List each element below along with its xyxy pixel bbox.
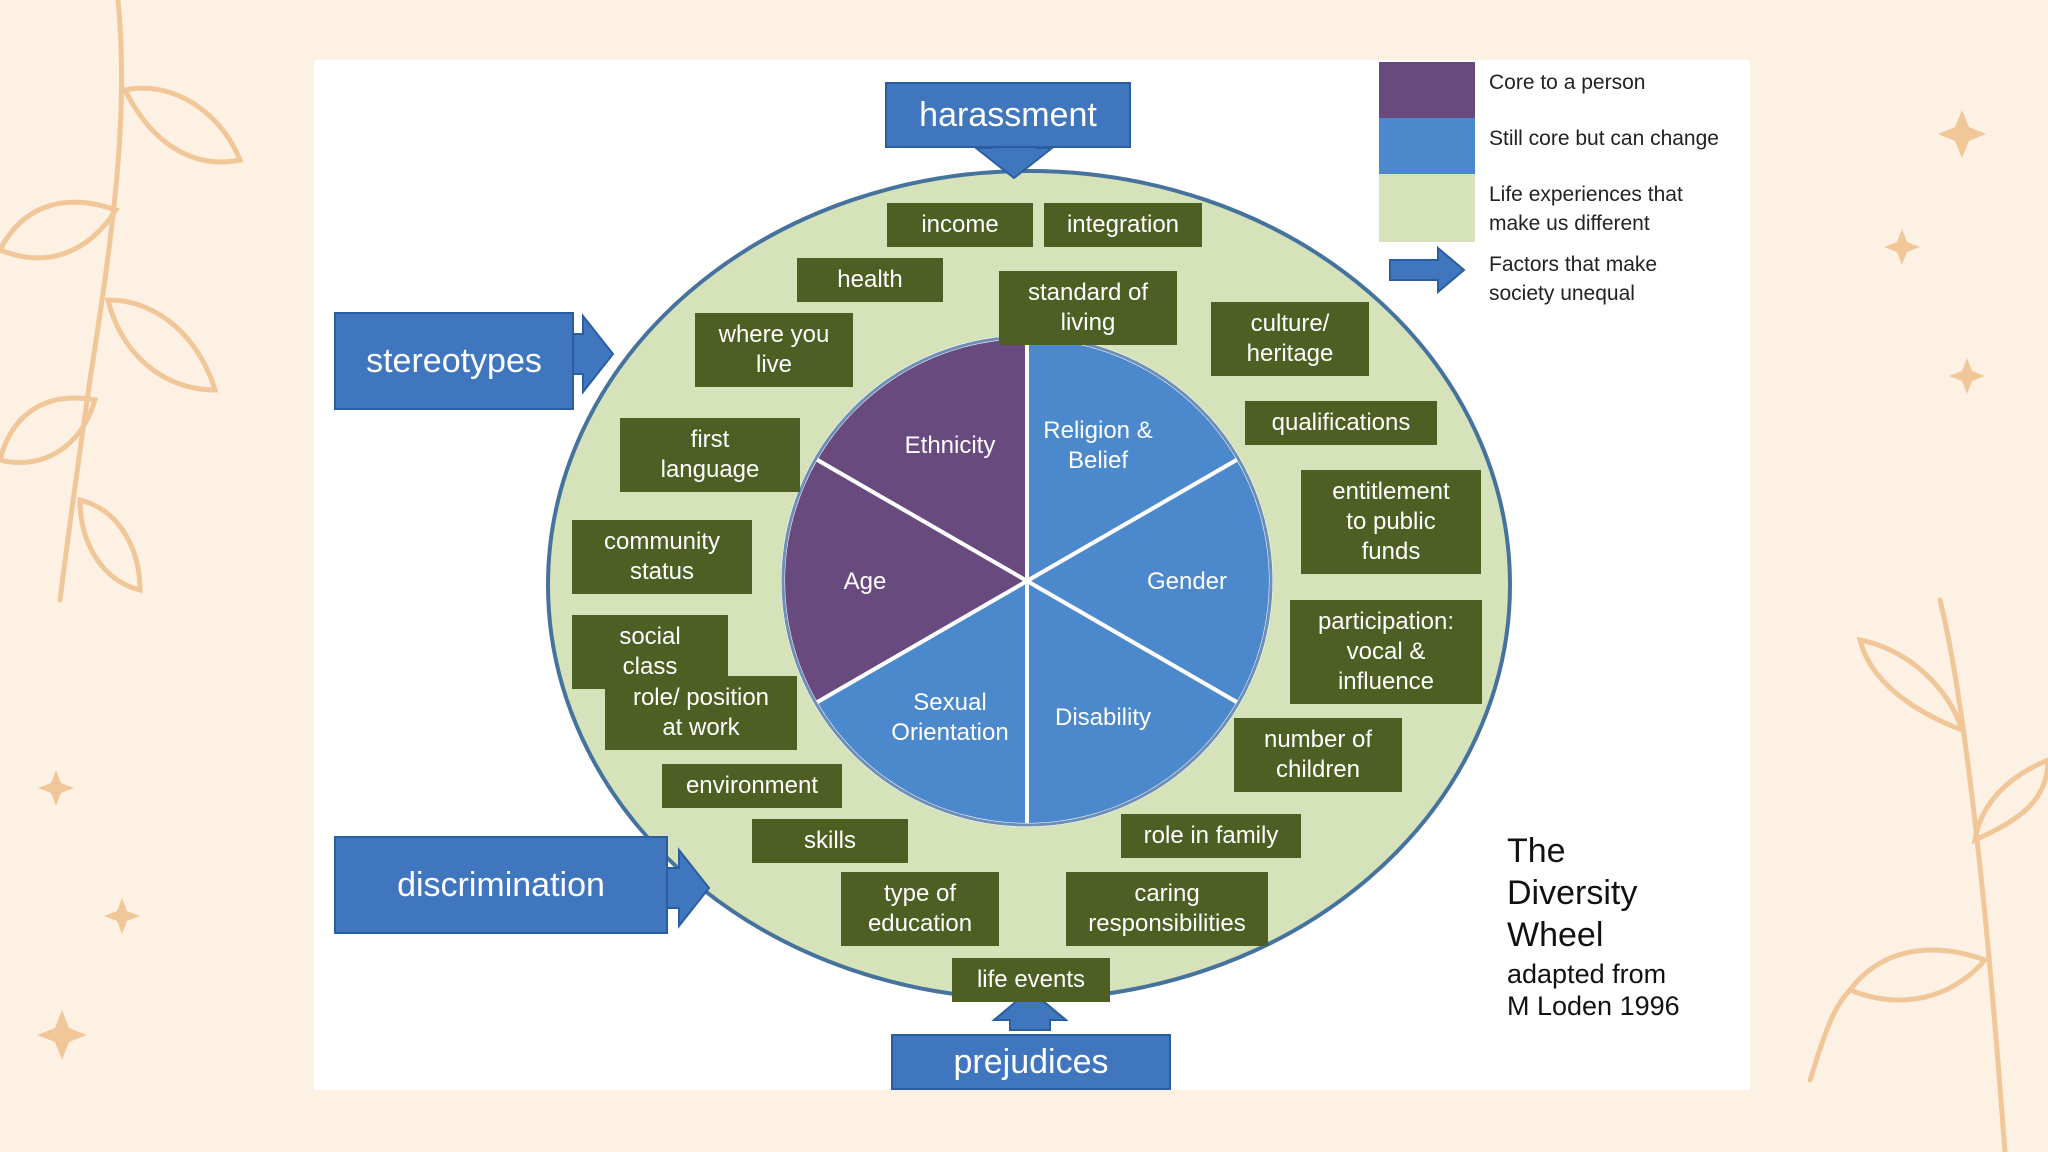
life-participation: participation: vocal & influence — [1290, 600, 1482, 704]
label-age: Age — [843, 568, 887, 595]
sparkle-icon — [37, 1010, 87, 1060]
legend-core-label: Core to a person — [1489, 71, 1646, 94]
sparkle-icon — [1938, 110, 1986, 158]
factor-discrimination: discrimination — [334, 836, 668, 934]
life-number-of-children: number of children — [1234, 718, 1402, 792]
legend-life-label: Life experiences that make us different — [1489, 183, 1683, 235]
stereotypes-arrow-icon — [570, 313, 615, 395]
life-role-in-family: role in family — [1121, 814, 1301, 858]
label-religion-belief: Religion & Belief — [1043, 417, 1153, 474]
legend-factors-label: Factors that make society unequal — [1489, 253, 1658, 305]
sparkle-icon — [1949, 358, 1985, 394]
factor-prejudices: prejudices — [891, 1034, 1171, 1090]
label-gender: Gender — [1146, 568, 1228, 595]
life-where-you-live: where you live — [695, 313, 853, 387]
label-sexual-orientation: Sexual Orientation — [891, 689, 1009, 746]
life-standard-of-living: standard of living — [999, 271, 1177, 345]
life-income: income — [887, 203, 1033, 247]
life-qualifications: qualifications — [1245, 401, 1437, 445]
sparkle-icon — [104, 898, 140, 934]
life-integration: integration — [1044, 203, 1202, 247]
life-skills: skills — [752, 819, 908, 863]
legend-changeable-label: Still core but can change — [1489, 127, 1719, 150]
legend-swatch-core — [1379, 62, 1475, 118]
factor-stereotypes: stereotypes — [334, 312, 574, 410]
discrimination-arrow-icon — [666, 847, 711, 929]
life-caring-responsibilities: caring responsibilities — [1066, 872, 1268, 946]
life-entitlement: entitlement to public funds — [1301, 470, 1481, 574]
legend-arrow-icon — [1389, 245, 1466, 295]
life-culture-heritage: culture/ heritage — [1211, 302, 1369, 376]
life-health: health — [797, 258, 943, 302]
factor-harassment: harassment — [885, 82, 1131, 148]
diversity-wheel-panel: harassment stereotypes discrimination pr… — [314, 60, 1750, 1090]
life-type-of-education: type of education — [841, 872, 999, 946]
legend-swatch-life — [1379, 174, 1475, 242]
life-first-language: first language — [620, 418, 800, 492]
legend-swatch-changeable — [1379, 118, 1475, 174]
life-community-status: community status — [572, 520, 752, 594]
diagram-attribution: adapted from M Loden 1996 — [1507, 959, 1680, 1021]
diagram-title: The Diversity Wheel — [1507, 832, 1638, 954]
life-role-position: role/ position at work — [605, 676, 797, 750]
core-wheel — [781, 334, 1273, 828]
sparkle-icon — [1884, 229, 1920, 265]
life-environment: environment — [662, 764, 842, 808]
life-life-events: life events — [952, 958, 1110, 1002]
label-ethnicity: Ethnicity — [904, 432, 996, 459]
label-disability: Disability — [1054, 704, 1152, 731]
sparkle-icon — [38, 770, 74, 806]
